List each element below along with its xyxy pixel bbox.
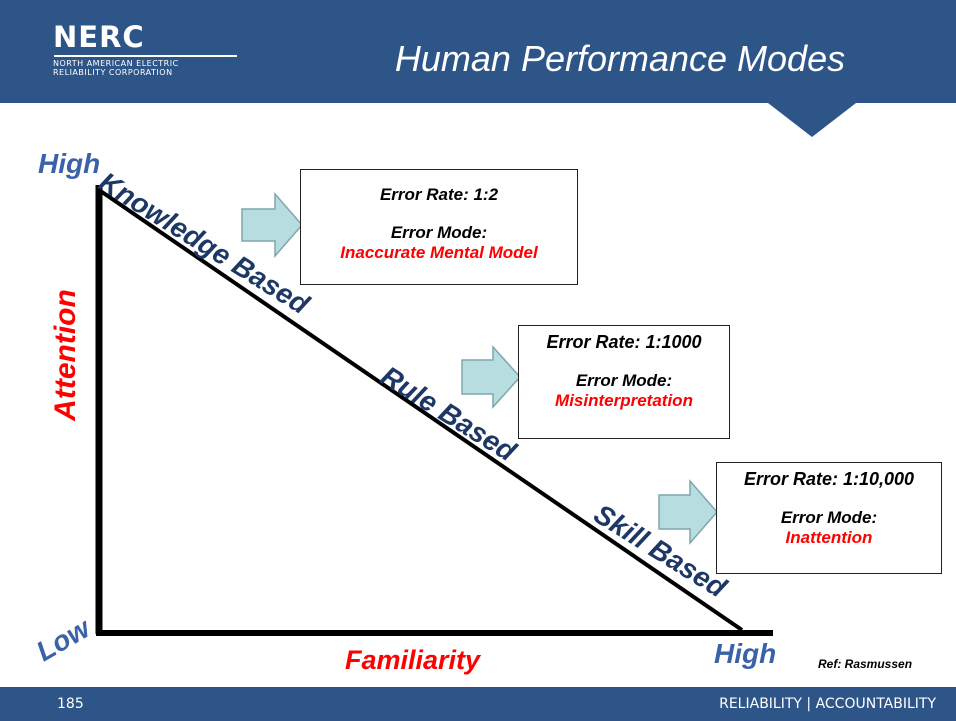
arrow-icon [461, 345, 522, 409]
x-axis-label: Familiarity [345, 645, 481, 675]
footer-bar: 185 RELIABILITY | ACCOUNTABILITY [0, 687, 956, 721]
arrow-icon [658, 478, 718, 546]
knowledge-error-box: Error Rate: 1:2 Error Mode: Inaccurate M… [300, 169, 578, 285]
header-notch [768, 103, 856, 137]
page-number: 185 [57, 696, 84, 712]
logo-subtitle: NORTH AMERICAN ELECTRIC RELIABILITY CORP… [53, 59, 179, 77]
error-mode-value: Misinterpretation [555, 391, 693, 410]
logo-divider [54, 55, 237, 57]
rule-error-box: Error Rate: 1:1000 Error Mode: Misinterp… [518, 325, 730, 439]
error-mode-label: Error Mode: [390, 223, 488, 242]
header-bar: NERC NORTH AMERICAN ELECTRIC RELIABILITY… [0, 0, 956, 103]
error-rate: Error Rate: 1:2 [379, 185, 499, 204]
error-rate: Error Rate: 1:10,000 [743, 469, 915, 489]
nerc-logo: NERC [53, 20, 145, 54]
arrow-icon [241, 191, 303, 259]
skill-error-box: Error Rate: 1:10,000 Error Mode: Inatten… [716, 462, 942, 574]
footer-tagline: RELIABILITY | ACCOUNTABILITY [719, 696, 936, 712]
error-mode-label: Error Mode: [575, 371, 673, 390]
slide-title: Human Performance Modes [394, 38, 846, 79]
error-mode-value: Inattention [785, 528, 873, 547]
error-mode-value: Inaccurate Mental Model [340, 243, 538, 262]
error-rate: Error Rate: 1:1000 [546, 332, 702, 352]
error-mode-label: Error Mode: [780, 508, 878, 527]
y-axis-label: Attention [49, 289, 82, 421]
reference-note: Ref: Rasmussen [818, 657, 913, 671]
y-axis-high-label: High [38, 148, 101, 179]
performance-diagonal [97, 188, 744, 632]
x-axis-high-label: High [714, 638, 777, 669]
